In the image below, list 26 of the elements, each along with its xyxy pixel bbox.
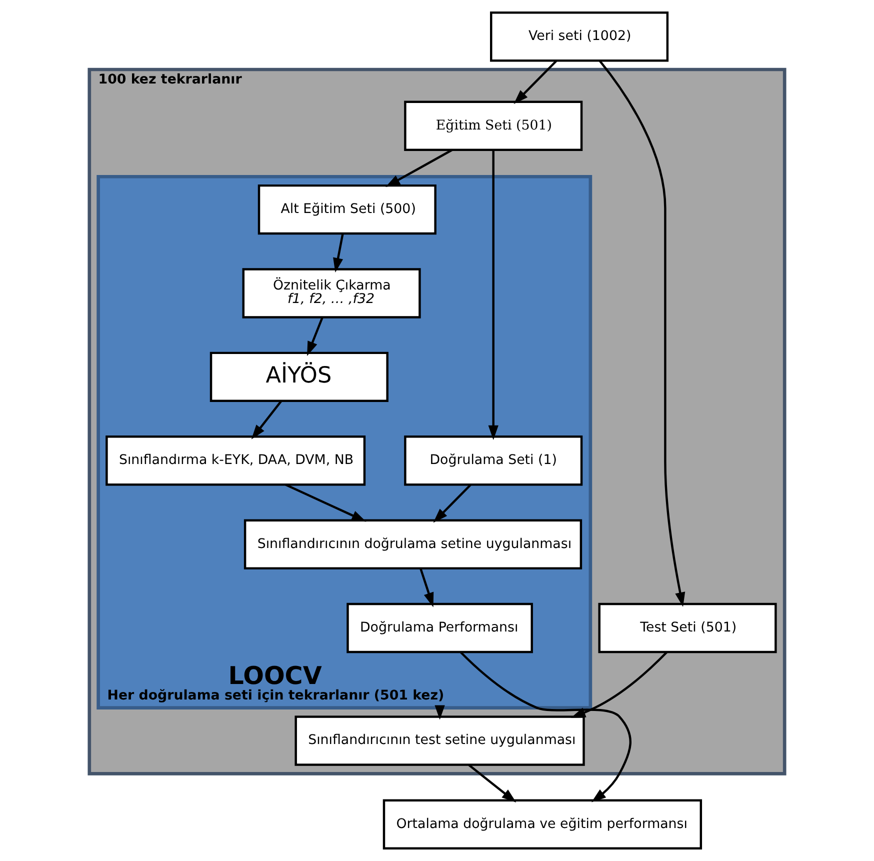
arrow bbox=[420, 568, 434, 608]
arrow bbox=[570, 651, 668, 718]
arrow bbox=[251, 400, 282, 440]
arrow bbox=[285, 484, 366, 522]
arrow bbox=[514, 60, 558, 104]
arrow bbox=[598, 60, 686, 607]
node-box: Sınıflandırma k-EYK, DAA, DVM, NB bbox=[106, 436, 366, 486]
arrow bbox=[434, 705, 445, 720]
node-box: Doğrulama Seti (1) bbox=[404, 436, 583, 486]
arrow bbox=[433, 484, 472, 523]
arrow bbox=[333, 234, 344, 273]
node-box: Öznitelik Çıkarma f1, f2, … ,f32 bbox=[242, 268, 421, 318]
arrow bbox=[307, 317, 324, 356]
arrow bbox=[386, 148, 453, 188]
arrow bbox=[460, 652, 632, 802]
node-box: AİYÖS bbox=[210, 352, 388, 402]
node-box: Sınıflandırıcının test setine uygulanması bbox=[294, 716, 585, 766]
arrow bbox=[468, 764, 516, 802]
node-box: Veri seti (1002) bbox=[490, 11, 669, 62]
node-box: Alt Eğitim Seti (500) bbox=[258, 184, 436, 235]
node-box: Eğitim Seti (501) bbox=[404, 100, 583, 151]
arrow bbox=[488, 150, 498, 440]
node-box: Ortalama doğrulama ve eğitim performansı bbox=[382, 799, 702, 850]
node-box: Test Seti (501) bbox=[598, 602, 777, 654]
node-box: Doğrulama Performansı bbox=[346, 602, 533, 654]
node-box: Sınıflandırıcının doğrulama setine uygulanması bbox=[244, 519, 582, 570]
